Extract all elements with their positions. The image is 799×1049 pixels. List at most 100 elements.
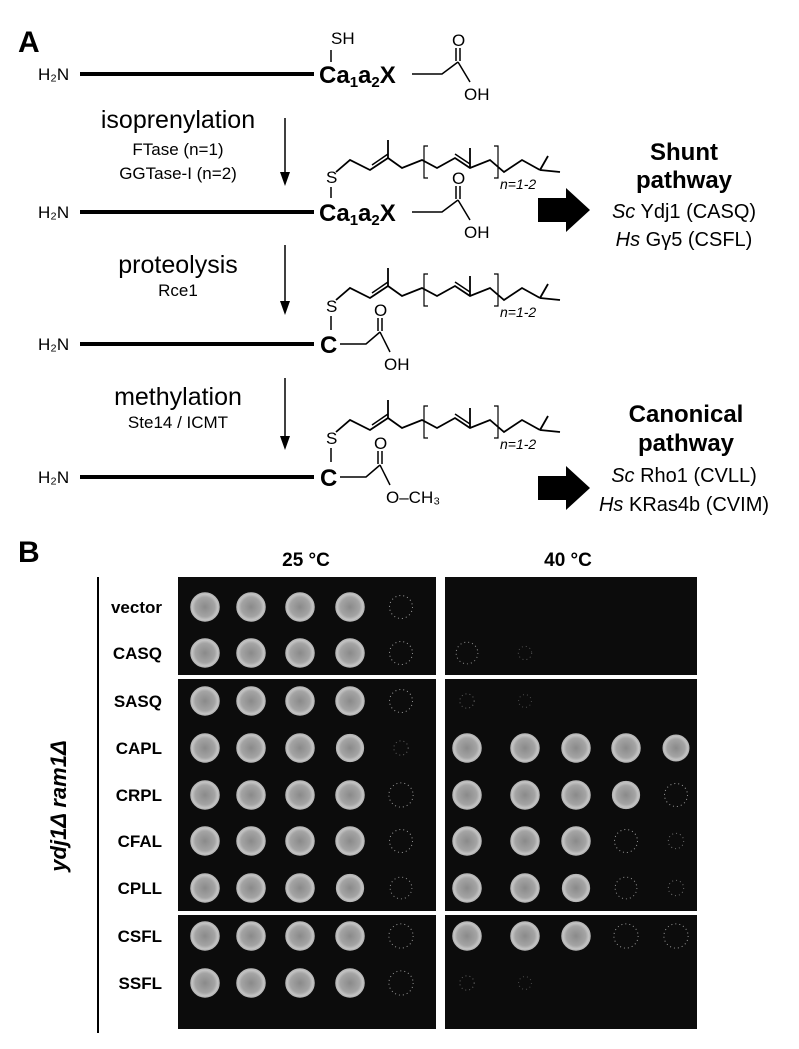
colony-spot-25c — [236, 968, 266, 998]
step-isoprenylation-title: isoprenylation — [101, 106, 255, 134]
colony-spot-25c — [335, 968, 365, 998]
colony-spot-25c — [190, 780, 220, 810]
colony-spot-25c — [190, 826, 220, 856]
colony-spot-40c — [452, 733, 482, 763]
colony-spot-25c — [389, 876, 413, 900]
colony-spot-25c — [236, 921, 266, 951]
colony-spot-40c — [667, 879, 685, 897]
colony-spot-40c — [662, 734, 690, 762]
isoprenoid-chain: n=1-2 — [335, 140, 561, 192]
sulfur-label: S — [326, 429, 337, 448]
n-terminus-label: H₂N — [38, 468, 69, 487]
colony-spot-40c — [614, 829, 638, 853]
colony-spot-40c — [455, 641, 479, 665]
colony-spot-25c — [236, 733, 266, 763]
colony-spot-40c — [667, 832, 685, 850]
colony-spot-40c — [561, 873, 591, 903]
row-label-vector: vector — [111, 598, 162, 617]
colony-spot-25c — [285, 686, 315, 716]
plate-separators — [172, 577, 700, 1029]
carboxyl-o: O — [374, 301, 387, 320]
colony-spot-25c — [236, 873, 266, 903]
colony-spot-25c — [236, 780, 266, 810]
n-terminus-label: H₂N — [38, 335, 69, 354]
colony-spot-40c — [613, 923, 639, 949]
colony-spot-40c — [510, 780, 540, 810]
row-label-cfal: CFAL — [118, 832, 162, 851]
colony-spot-40c — [459, 693, 475, 709]
shunt-example-1: Sc Ydj1 (CASQ) — [612, 201, 756, 223]
colony-spot-25c — [285, 733, 315, 763]
canonical-arrow — [538, 466, 590, 510]
colony-spot-25c — [285, 873, 315, 903]
colony-spot-25c — [335, 780, 365, 810]
colony-spot-40c — [561, 921, 591, 951]
carboxyl-oh: OH — [464, 85, 490, 104]
row-label-cpll: CPLL — [118, 879, 162, 898]
colony-spot-25c — [285, 592, 315, 622]
cterm-caax-label: Ca1a2X — [319, 200, 396, 229]
colony-spot-25c — [335, 921, 365, 951]
colony-spot-40c — [452, 921, 482, 951]
colony-spot-25c — [285, 826, 315, 856]
colony-spot-25c — [285, 968, 315, 998]
protein-isoprenylated: H₂N S Ca1a2X O OH n=1-2 — [38, 140, 561, 242]
colony-spot-25c — [388, 923, 414, 949]
protein-proteolysed: H₂N S C O OH n=1-2 — [38, 268, 561, 374]
colony-spot-40c — [510, 826, 540, 856]
colony-spot-25c — [335, 638, 365, 668]
carboxyl-oh: OH — [464, 223, 490, 242]
colony-spot-25c — [389, 829, 413, 853]
n-repeat-label: n=1-2 — [500, 176, 536, 192]
cterm-caax-label: Ca1a2X — [319, 62, 396, 91]
row-label-casq: CASQ — [113, 644, 162, 663]
colony-spot-25c — [236, 592, 266, 622]
colony-spot-25c — [190, 638, 220, 668]
colony-spot-25c — [335, 733, 365, 763]
row-label-capl: CAPL — [116, 739, 162, 758]
colony-spot-25c — [190, 968, 220, 998]
carboxyl-o: O — [374, 434, 387, 453]
colony-spot-25c — [285, 921, 315, 951]
row-label-crpl: CRPL — [116, 786, 162, 805]
isoprenoid-chain: n=1-2 — [335, 400, 561, 452]
colony-spot-40c — [663, 923, 689, 949]
cysteine-label: C — [320, 465, 337, 492]
colony-spot-40c — [614, 876, 638, 900]
canonical-title-line2: pathway — [638, 430, 735, 457]
row-label-sasq: SASQ — [114, 692, 162, 711]
step-isoprenylation-enzyme1: FTase (n=1) — [132, 140, 223, 159]
step-proteolysis-title: proteolysis — [118, 251, 238, 279]
carboxyl-o: O — [452, 169, 465, 188]
protein-methylated: H₂N S C O O–CH₃ n=1-2 — [38, 400, 561, 507]
colony-spot-40c — [452, 780, 482, 810]
colony-spot-40c — [664, 783, 688, 807]
colony-spot-25c — [190, 733, 220, 763]
colony-spot-40c — [561, 733, 591, 763]
row-label-ssfl: SSFL — [119, 974, 162, 993]
panel-b-label: B — [18, 536, 40, 569]
colony-spot-25c — [335, 592, 365, 622]
colony-spot-25c — [236, 638, 266, 668]
step-methylation-title: methylation — [114, 383, 242, 411]
colony-spot-40c — [510, 921, 540, 951]
strain-label: ydj1Δ ram1Δ — [46, 740, 71, 872]
shunt-example-2: Hs Gγ5 (CSFL) — [616, 229, 753, 251]
colony-spot-40c — [611, 733, 641, 763]
sulfur-label: S — [326, 297, 337, 316]
isoprenoid-chain: n=1-2 — [335, 268, 561, 320]
step-methylation-enzyme: Ste14 / ICMT — [128, 413, 228, 432]
colony-spot-25c — [393, 740, 409, 756]
shunt-arrow — [538, 188, 590, 232]
n-terminus-label: H₂N — [38, 65, 69, 84]
colony-spot-40c — [452, 873, 482, 903]
canonical-title-line1: Canonical — [629, 401, 744, 428]
step-proteolysis-enzyme: Rce1 — [158, 281, 198, 300]
methyl-ester-label: O–CH₃ — [386, 488, 440, 507]
row-label-csfl: CSFL — [118, 927, 162, 946]
n-repeat-label: n=1-2 — [500, 304, 536, 320]
thiol-label: SH — [331, 29, 355, 48]
colony-spot-25c — [335, 826, 365, 856]
